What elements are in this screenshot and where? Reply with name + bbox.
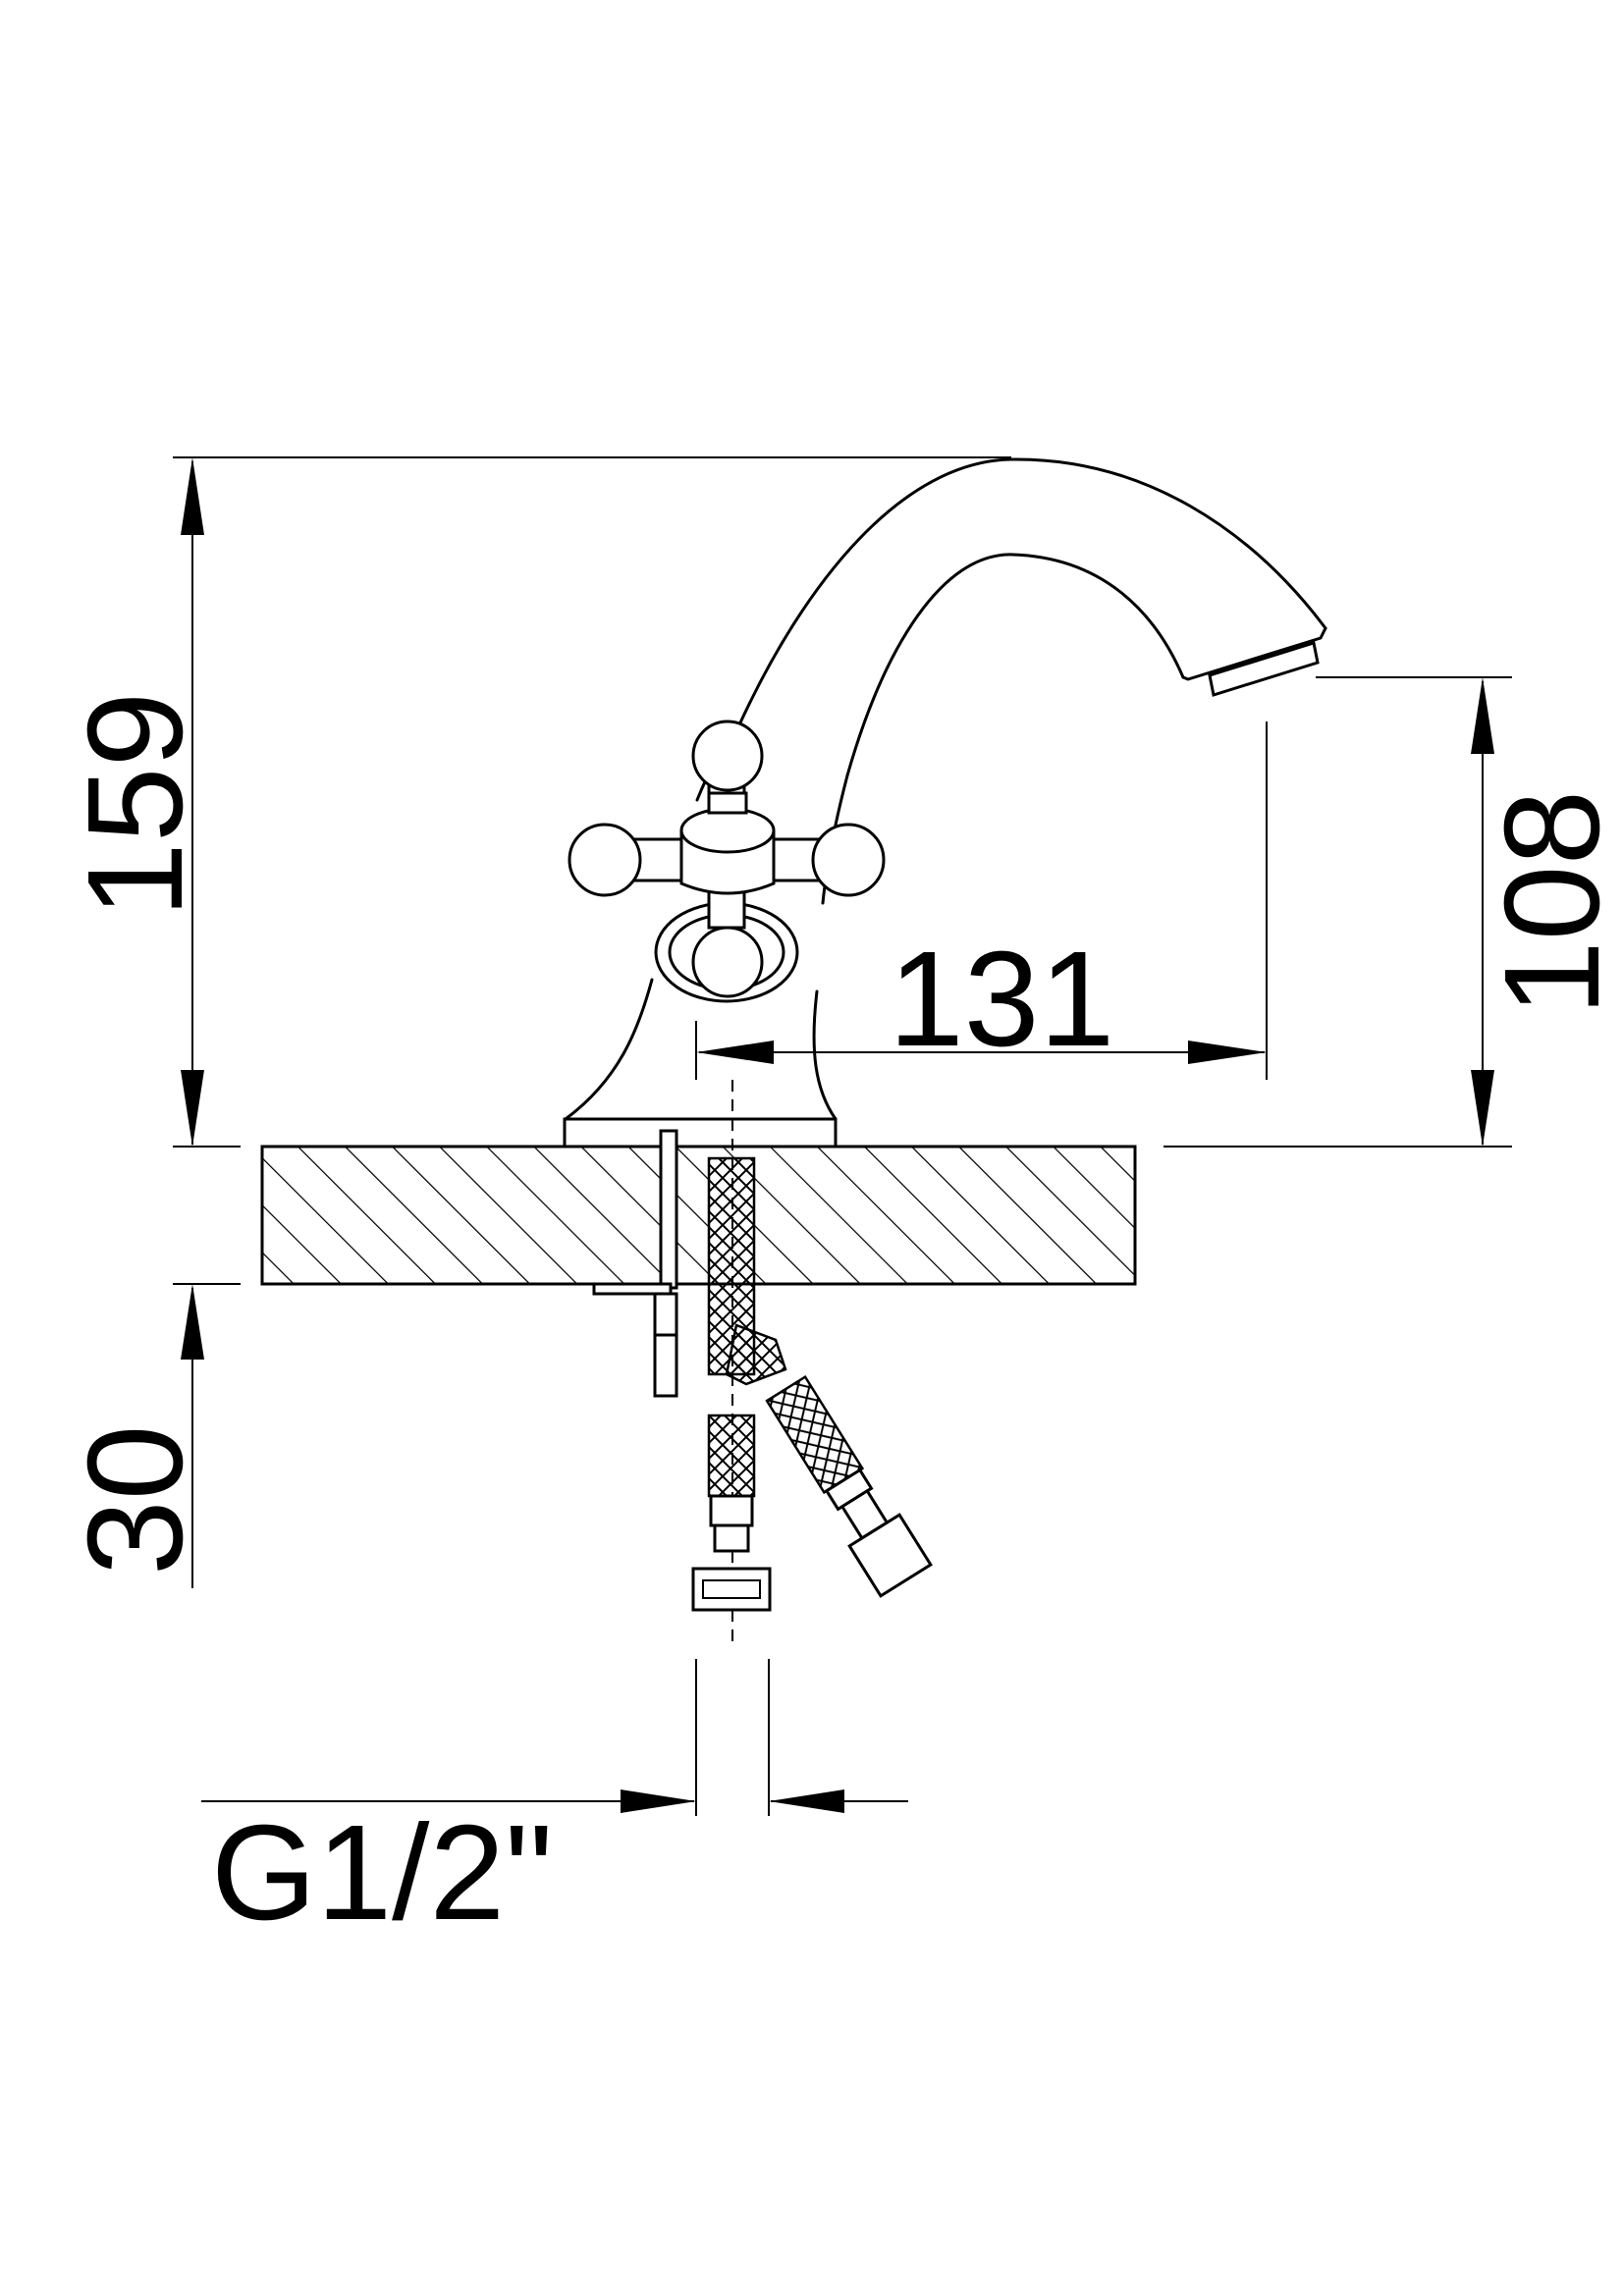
dim-connection-thread xyxy=(201,1659,908,1816)
dim-below-deck xyxy=(173,1283,241,1588)
dim-label-30: 30 xyxy=(60,1425,211,1576)
cross-handle xyxy=(568,720,886,1003)
dim-total-height xyxy=(173,456,1011,1148)
dim-spout-height xyxy=(1163,676,1512,1148)
dim-label-108: 108 xyxy=(1477,790,1623,1016)
flexible-hoses xyxy=(691,1156,933,1612)
dim-label-131: 131 xyxy=(889,924,1114,1075)
dim-label-159: 159 xyxy=(60,692,211,918)
faucet-body xyxy=(563,457,1327,1148)
dim-label-thread: G1/2" xyxy=(211,1797,553,1949)
countertop-section xyxy=(260,1145,1137,1286)
mounting-stud xyxy=(592,1129,678,1398)
dim-spout-reach xyxy=(695,721,1268,1080)
